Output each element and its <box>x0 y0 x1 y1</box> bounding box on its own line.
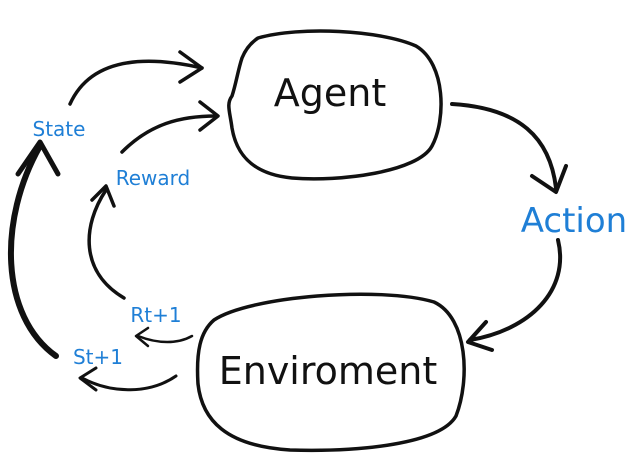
reward-label: Reward <box>116 166 190 190</box>
next-reward-arrow <box>134 326 194 348</box>
next-state-arrow <box>78 366 178 392</box>
action-label: Action <box>521 201 627 241</box>
agent-node-outline <box>227 29 443 181</box>
environment-node: Enviroment <box>195 292 466 453</box>
next-state-label: St+1 <box>73 345 123 369</box>
reward-arrow <box>87 100 220 300</box>
agent-node-label: Agent <box>274 71 386 115</box>
agent-node: Agent <box>227 29 443 181</box>
environment-node-outline <box>195 292 466 453</box>
state-arrow <box>7 50 204 359</box>
state-label: State <box>33 117 86 141</box>
next-reward-label: Rt+1 <box>130 303 181 327</box>
action-arrow <box>450 102 568 352</box>
environment-node-label: Enviroment <box>219 349 438 393</box>
